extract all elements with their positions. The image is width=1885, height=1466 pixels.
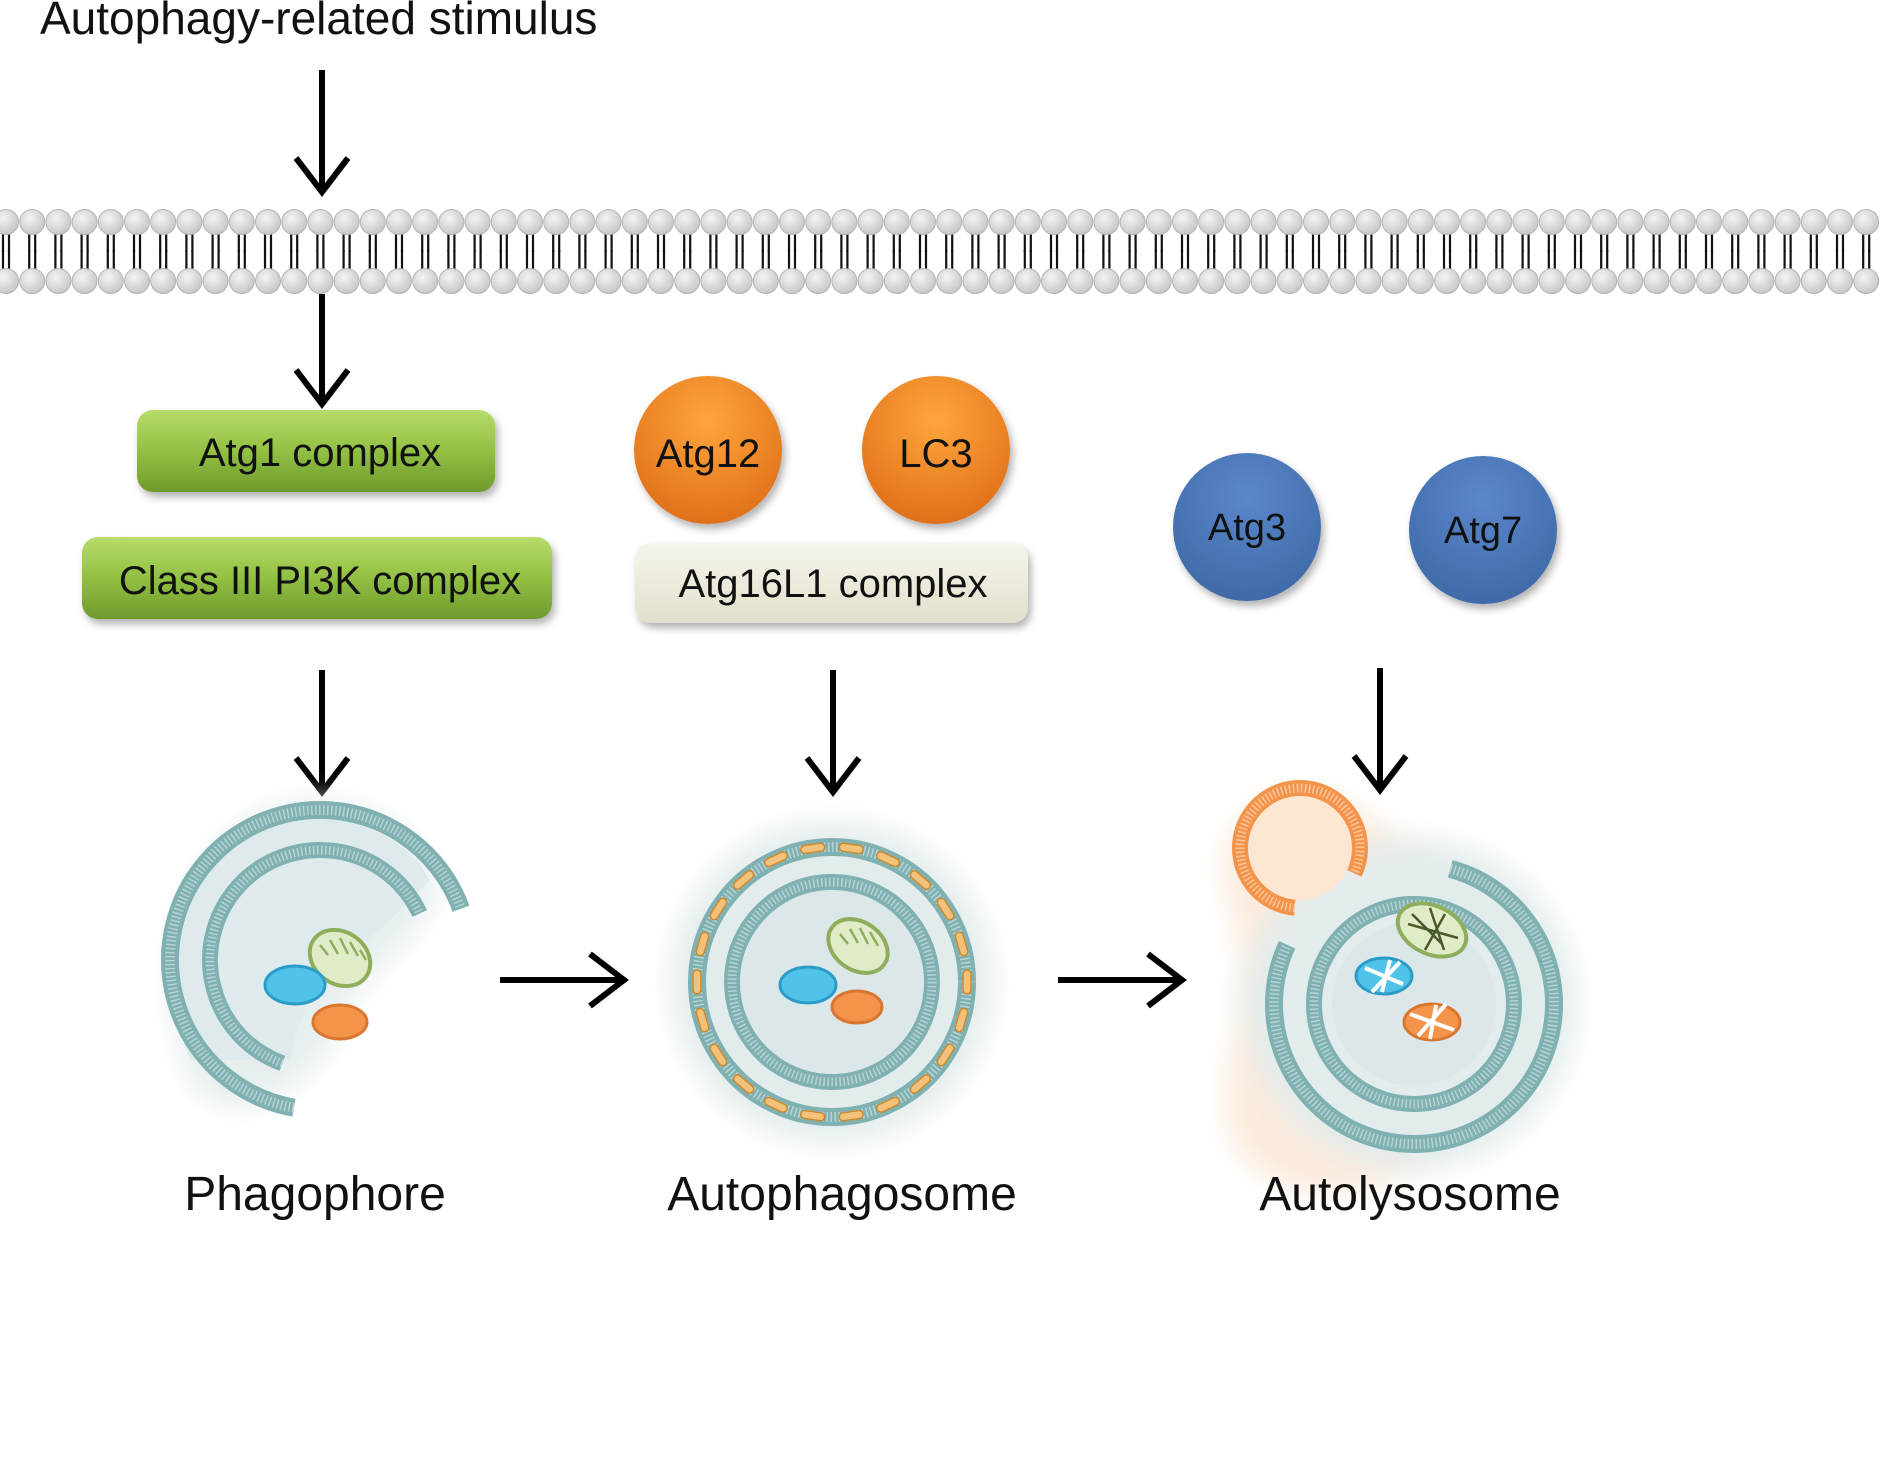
arrow-phagophore-to-autophagosome xyxy=(500,951,629,1009)
autolysosome-label: Autolysosome xyxy=(1259,1168,1560,1221)
lc3-label: LC3 xyxy=(899,432,972,476)
atg16l1-complex-label: Atg16L1 complex xyxy=(678,562,987,606)
autophagosome-illustration xyxy=(672,822,992,1142)
cell-membrane xyxy=(0,209,1885,294)
orange-vesicle-icon xyxy=(830,989,884,1025)
atg12-protein xyxy=(634,376,782,524)
degraded-orange-vesicle-icon xyxy=(1402,1002,1462,1042)
atg3-label: Atg3 xyxy=(1208,507,1286,549)
degraded-cyan-vesicle-icon xyxy=(1354,956,1414,996)
atg7-label: Atg7 xyxy=(1444,510,1522,552)
cyan-vesicle-icon xyxy=(778,965,838,1005)
phagophore-label: Phagophore xyxy=(184,1168,446,1221)
mitochondrion-icon xyxy=(826,917,890,975)
stimulus-label: Autophagy-related stimulus xyxy=(40,0,597,44)
atg1-complex-box xyxy=(137,410,495,492)
pi3k-complex-box xyxy=(82,537,552,619)
atg7-protein xyxy=(1409,456,1557,604)
arrow-stimulus-to-membrane xyxy=(293,70,351,197)
atg16l1-complex-box xyxy=(635,543,1028,623)
cyan-vesicle-icon xyxy=(263,964,327,1006)
degraded-mitochondrion-icon xyxy=(1395,901,1469,959)
pi3k-complex-label: Class III PI3K complex xyxy=(119,559,521,603)
arrow-membrane-to-complex xyxy=(293,294,351,409)
atg1-complex-label: Atg1 complex xyxy=(199,431,441,475)
lc3-protein xyxy=(862,376,1010,524)
phagophore-illustration xyxy=(161,800,470,1117)
orange-vesicle-icon xyxy=(311,1003,369,1041)
arrow-to-autolysosome xyxy=(1351,668,1409,795)
arrow-to-phagophore xyxy=(293,670,351,797)
atg12-label: Atg12 xyxy=(656,432,761,476)
atg3-protein xyxy=(1173,453,1321,601)
mitochondrion-icon xyxy=(307,927,373,989)
autophagosome-label: Autophagosome xyxy=(667,1168,1017,1221)
arrow-to-autophagosome xyxy=(804,670,862,797)
arrow-autophagosome-to-autolysosome xyxy=(1058,951,1187,1009)
autolysosome-illustration xyxy=(1223,780,1575,1194)
